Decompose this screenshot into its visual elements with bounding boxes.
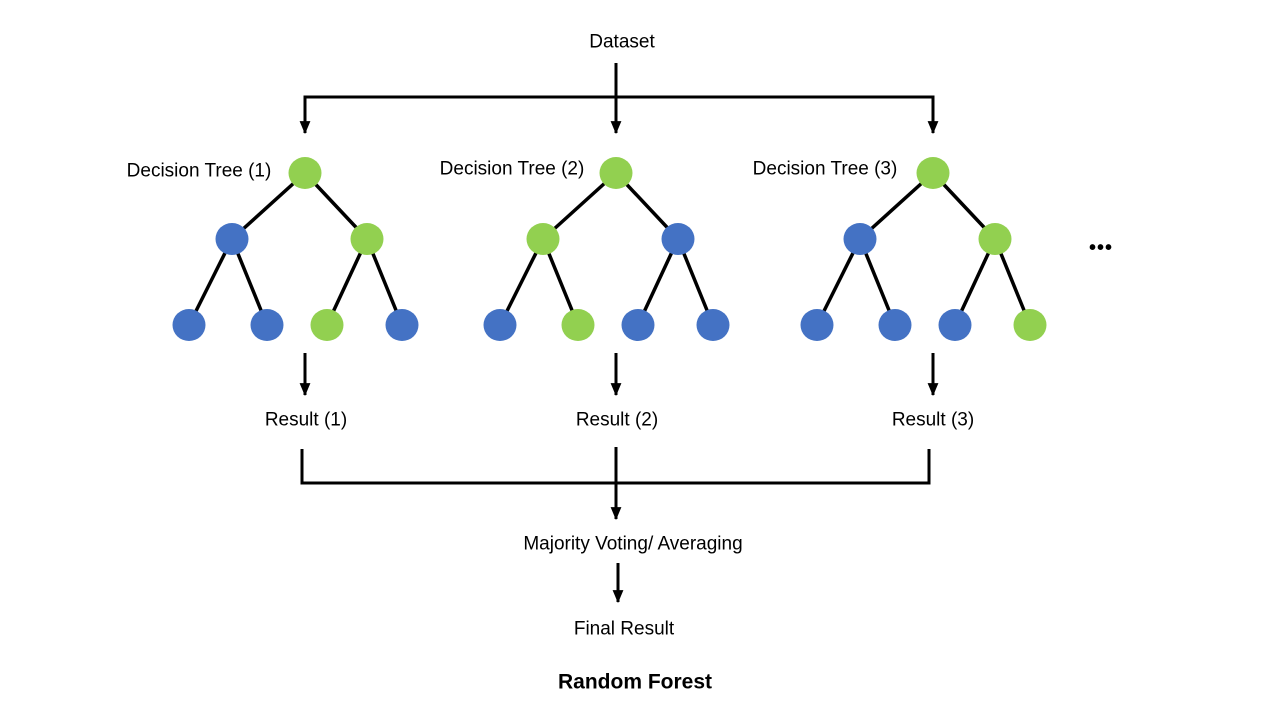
result-3-label: Result (3)	[891, 409, 975, 431]
dataset-to-tree1-arrow	[299, 95, 616, 135]
tree-leaf-node	[621, 309, 655, 341]
tree-root-node	[916, 157, 950, 189]
tree-leaf-node	[878, 309, 912, 341]
tree-internal-node	[843, 223, 877, 255]
tree-leaf-node	[561, 309, 595, 341]
tree-internal-node	[661, 223, 695, 255]
tree-leaf-node	[385, 309, 419, 341]
tree-edge	[230, 171, 307, 241]
decision-tree-1-label: Decision Tree (1)	[126, 160, 272, 182]
diagram-caption: Random Forest	[557, 670, 713, 694]
final-result-label: Final Result	[573, 618, 675, 640]
tree-leaf-node	[250, 309, 284, 341]
decision-tree-2-label: Decision Tree (2)	[439, 158, 585, 180]
tree-leaf-node	[172, 309, 206, 341]
more-trees-ellipsis: •••	[1088, 237, 1114, 259]
tree-leaf-node	[696, 309, 730, 341]
result-1-label: Result (1)	[264, 409, 348, 431]
tree-root-node	[288, 157, 322, 189]
tree-leaf-node	[310, 309, 344, 341]
tree-leaf-node	[483, 309, 517, 341]
dataset-label: Dataset	[589, 31, 655, 53]
tree-leaf-node	[1013, 309, 1047, 341]
tree-internal-node	[215, 223, 249, 255]
tree-internal-node	[526, 223, 560, 255]
dataset-to-tree3-arrow	[616, 95, 939, 135]
tree-internal-node	[978, 223, 1012, 255]
tree-internal-node	[350, 223, 384, 255]
tree-edge	[541, 171, 618, 241]
tree-root-node	[599, 157, 633, 189]
decision-tree-3-label: Decision Tree (3)	[752, 158, 898, 180]
tree-leaf-node	[800, 309, 834, 341]
result-2-label: Result (2)	[575, 409, 659, 431]
majority-voting-label: Majority Voting/ Averaging	[523, 533, 743, 555]
tree-edge	[858, 171, 935, 241]
tree-leaf-node	[938, 309, 972, 341]
